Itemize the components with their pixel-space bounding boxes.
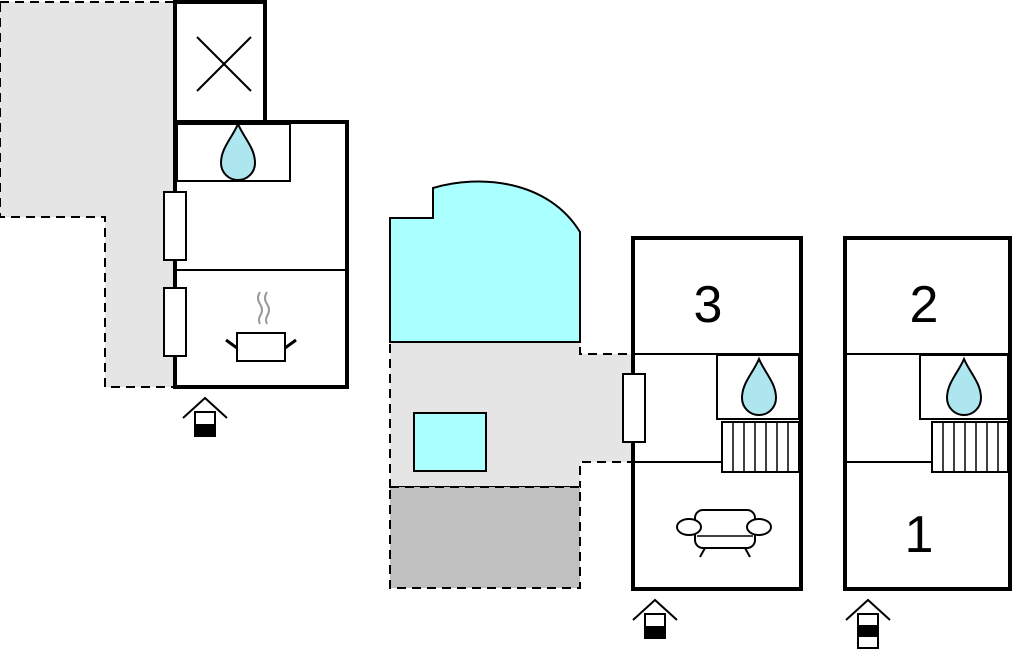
water-drop-icon <box>219 121 257 181</box>
covered-area <box>389 486 581 589</box>
storage-room <box>173 0 267 124</box>
no-access-cross-icon <box>196 36 252 92</box>
small-pool <box>413 412 487 472</box>
building-rooms-3: 3 <box>622 236 803 639</box>
house-floor-indicator-icon <box>632 598 678 639</box>
room-number-1: 1 <box>905 506 934 564</box>
window-icon <box>163 287 187 357</box>
left-building <box>0 0 349 437</box>
house-floor-indicator-icon <box>182 396 228 437</box>
room-number-2: 2 <box>910 276 939 334</box>
cooking-pot-icon <box>225 291 297 362</box>
sofa-icon <box>676 509 772 558</box>
staircase-icon <box>931 421 1009 473</box>
water-drop-icon <box>945 356 983 416</box>
room-number-3: 3 <box>694 276 723 334</box>
window-icon <box>622 373 646 443</box>
pool-area <box>389 180 634 589</box>
building-rooms-1-2: 2 1 <box>843 236 1012 649</box>
swimming-pool <box>389 180 581 343</box>
water-drop-icon <box>740 356 778 416</box>
staircase-icon <box>721 421 800 473</box>
house-floor-indicator-icon <box>845 598 891 649</box>
outdoor-terrace-left <box>0 1 176 388</box>
window-icon <box>163 191 187 261</box>
